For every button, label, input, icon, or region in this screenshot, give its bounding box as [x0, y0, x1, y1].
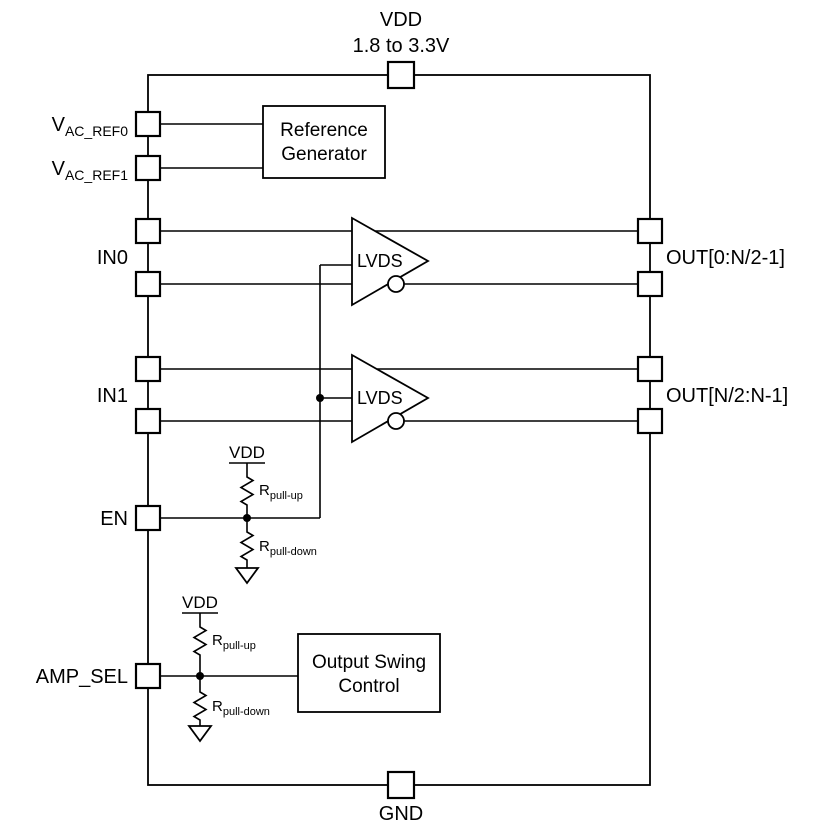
lvds-buffer0-label: LVDS [357, 251, 403, 271]
resistor-amp-sel-pull-up [192, 613, 208, 676]
en-bias-vdd-label: VDD [229, 443, 265, 462]
en-pull-down-label-base: R [259, 538, 270, 555]
pin-vdd [386, 60, 416, 90]
en-pull-up-label-sub: pull-up [270, 490, 303, 502]
resistor-en-pull-up [239, 463, 255, 518]
pin-label-amp-sel: AMP_SEL [36, 666, 128, 688]
amp-sel-pull-up-label-sub: pull-up [223, 640, 256, 652]
amp-sel-pull-down-label-sub: pull-down [223, 706, 270, 718]
pin-in1-p [134, 355, 162, 383]
amp-sel-bias-network [182, 612, 218, 743]
resistor-amp-sel-pull-down [192, 676, 208, 726]
pin-label-in1: IN1 [97, 385, 128, 407]
pin-in0-n [134, 270, 162, 298]
pin-label-vac-ref0-sub: AC_REF0 [65, 123, 128, 139]
en-pull-down-label: Rpull-down [259, 538, 317, 558]
output-swing-control-label-line1: Output Swing [312, 652, 426, 673]
pin-label-en: EN [100, 508, 128, 530]
pin-out0-n [636, 270, 664, 298]
pin-in0-p [134, 217, 162, 245]
pin-label-out-lower: OUT[N/2:N-1] [666, 385, 788, 407]
pin-label-vac-ref0: VAC_REF0 [52, 114, 129, 139]
amp-sel-pull-down-label: Rpull-down [212, 698, 270, 718]
lvds-buffer1-label: LVDS [357, 388, 403, 408]
amp-sel-pull-up-label-base: R [212, 632, 223, 649]
en-pull-down-label-sub: pull-down [270, 546, 317, 558]
pin-label-vac-ref1-sub: AC_REF1 [65, 167, 128, 183]
pin-out1-n [636, 407, 664, 435]
pin-in1-n [134, 407, 162, 435]
resistor-en-pull-down [239, 518, 255, 568]
reference-generator-label-line2: Generator [281, 144, 367, 165]
amp-sel-pull-up-label: Rpull-up [212, 632, 256, 652]
reference-generator-box [262, 105, 386, 179]
vdd-range-label: 1.8 to 3.3V [353, 35, 450, 57]
pin-out0-p [636, 217, 664, 245]
ground-symbol-en [234, 567, 260, 585]
en-pull-up-label-base: R [259, 482, 270, 499]
gnd-label: GND [379, 803, 423, 825]
pin-amp-sel [134, 662, 162, 690]
pin-label-vac-ref1: VAC_REF1 [52, 158, 129, 183]
vdd-label: VDD [380, 9, 422, 31]
inversion-bubble-buffer0 [387, 275, 405, 293]
junction-en-branch [316, 394, 324, 402]
pin-label-in0: IN0 [97, 247, 128, 269]
amp-sel-pull-down-label-base: R [212, 698, 223, 715]
en-bias-network [229, 462, 265, 585]
pin-label-vac-ref1-base: V [52, 158, 66, 180]
en-pull-up-label: Rpull-up [259, 482, 303, 502]
pin-vac-ref0 [134, 110, 162, 138]
output-swing-control-box [297, 633, 441, 713]
ground-symbol-amp-sel [187, 725, 213, 743]
pin-label-vac-ref0-base: V [52, 114, 66, 136]
inversion-bubble-buffer1 [387, 412, 405, 430]
pin-out1-p [636, 355, 664, 383]
output-swing-control-label-line2: Control [338, 676, 399, 697]
pin-en [134, 504, 162, 532]
pin-label-out-upper: OUT[0:N/2-1] [666, 247, 785, 269]
amp-sel-bias-vdd-label: VDD [182, 593, 218, 612]
reference-generator-label-line1: Reference [280, 120, 368, 141]
pin-gnd [386, 770, 416, 800]
pin-vac-ref1 [134, 154, 162, 182]
